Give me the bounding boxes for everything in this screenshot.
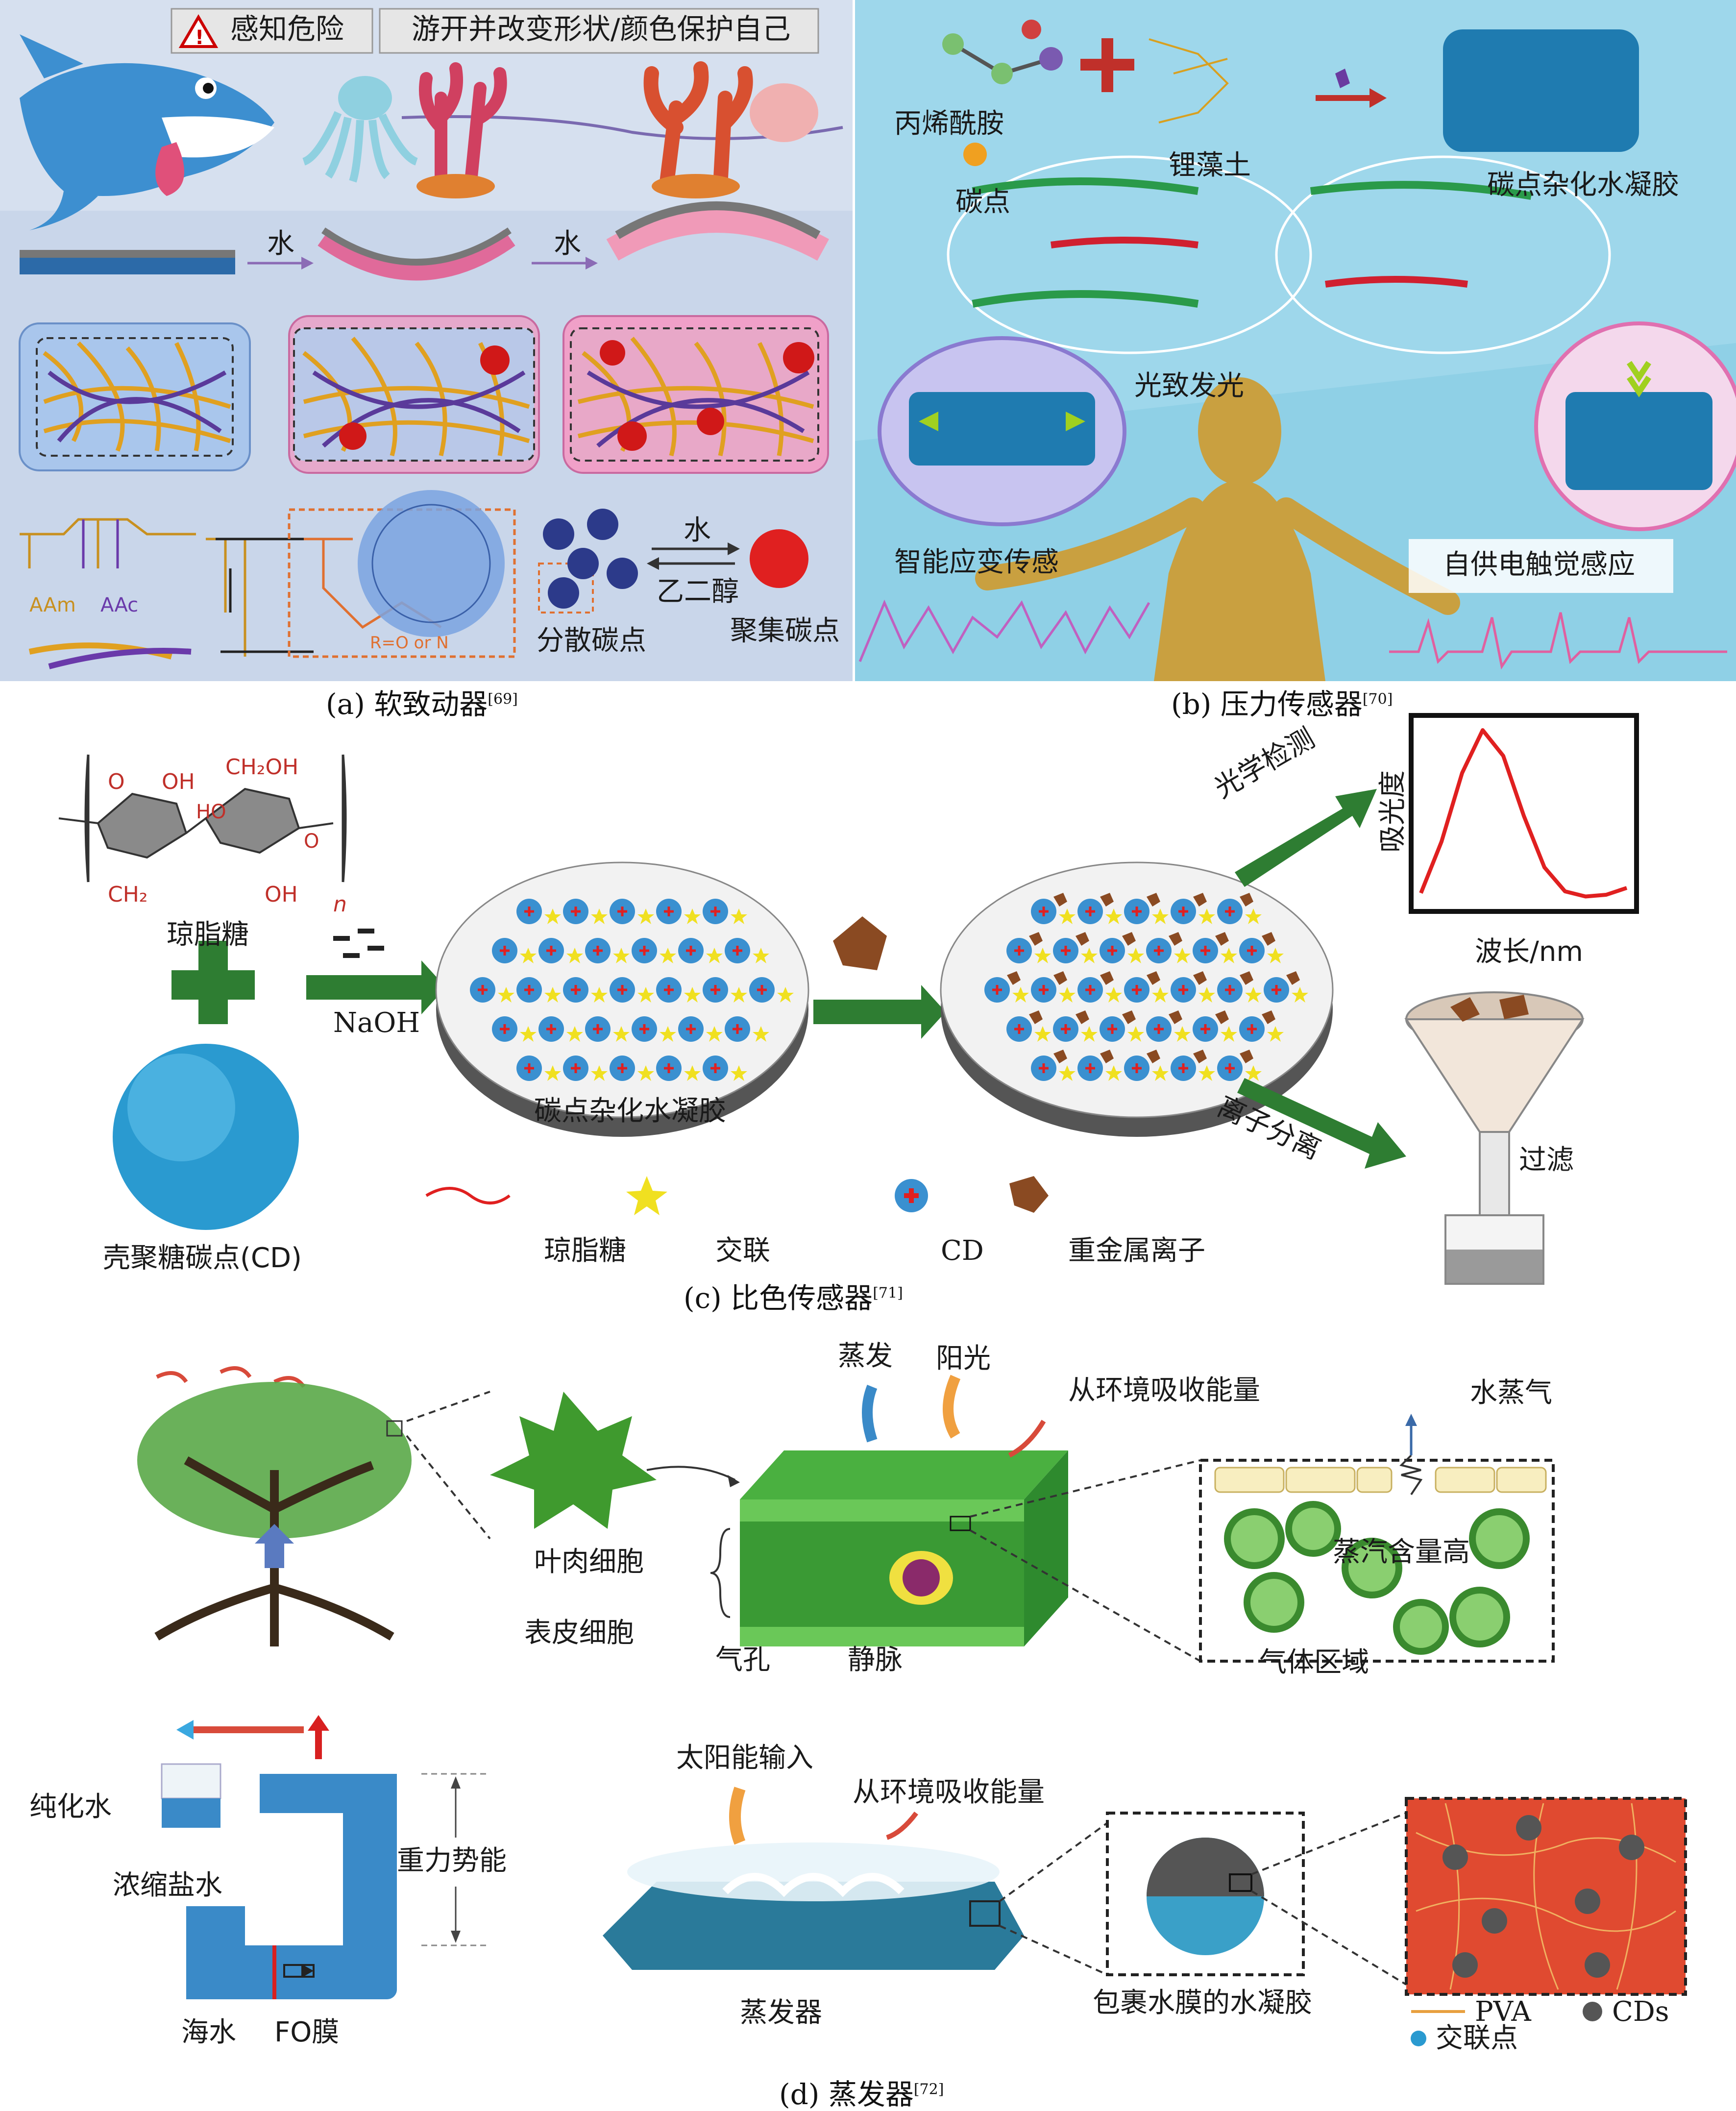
filter-funnel	[1406, 992, 1583, 1284]
dispersed-cd-label: 分散碳点	[537, 627, 646, 655]
solar-input-label: 太阳能输入	[676, 1744, 813, 1772]
svg-text:CH₂OH: CH₂OH	[225, 755, 298, 780]
water-label-3: 水	[684, 517, 711, 544]
crab-illustration	[750, 83, 818, 142]
legend-crosslink-label: 交联	[715, 1237, 770, 1265]
hydrogel-film-label: 包裹水膜的水凝胶	[1093, 1989, 1312, 2017]
legend-crosslink-dot	[1411, 2031, 1426, 2046]
smart-strain-label: 智能应变传感	[894, 549, 1059, 576]
r-note: R=O or N	[370, 635, 449, 651]
solar-input-arrow	[735, 1789, 740, 1842]
svg-text:OH: OH	[162, 769, 195, 794]
absorbance-label: 吸光度	[1379, 770, 1407, 853]
network-box-1	[20, 323, 250, 470]
tree-illustration	[137, 1368, 412, 1646]
svg-text:!: !	[195, 26, 204, 49]
stomata-label: 气孔	[715, 1646, 770, 1674]
photoluminescence-label: 光致发光	[1134, 372, 1244, 400]
svg-text:n: n	[333, 892, 347, 917]
evaporator-label: 蒸发器	[740, 1999, 822, 2027]
chitosan-cd-label: 壳聚糖碳点(CD)	[103, 1245, 302, 1272]
ethylene-glycol-label: 乙二醇	[657, 578, 739, 606]
naoh-arrow	[306, 960, 446, 1014]
leaf-icon	[490, 1392, 657, 1529]
reaction-arrow	[813, 985, 946, 1039]
water-vapor-label: 水蒸气	[1470, 1379, 1552, 1407]
aggregated-cd-label: 聚集碳点	[730, 617, 840, 645]
svg-text:O: O	[304, 830, 319, 853]
evaporation-label: 蒸发	[838, 1343, 893, 1370]
self-powered-label: 自供电触觉感应	[1443, 551, 1635, 579]
sunlight-label: 阳光	[936, 1345, 991, 1373]
seawater-label: 海水	[181, 2019, 236, 2046]
sunlight-arrow	[948, 1377, 955, 1436]
env-energy-arrow-2	[887, 1813, 916, 1838]
cds-label: CDs	[1612, 1998, 1669, 2026]
caption-d: (d) 蒸发器[72]	[779, 2080, 944, 2109]
panel-c: O OH CH₂OH HO O CH₂ OH n	[0, 706, 1736, 1323]
naoh-label: NaOH	[333, 1009, 420, 1037]
caption-c: (c) 比色传感器[71]	[684, 1284, 903, 1312]
network-box-3	[563, 316, 828, 473]
behavior-text: 游开并改变形状/颜色保护自己	[412, 15, 791, 43]
panel-a: !	[0, 0, 853, 681]
vein-label: 静脉	[848, 1646, 903, 1674]
filtration-label: 过滤	[1519, 1147, 1574, 1174]
aac-label: AAc	[100, 595, 138, 615]
evaporation-arrow	[867, 1387, 872, 1441]
fo-membrane-label: FO膜	[274, 2019, 339, 2046]
svg-text:OH: OH	[265, 882, 298, 907]
agarose-struct-label: 琼脂糖	[167, 921, 249, 949]
epidermis-label: 表皮细胞	[524, 1620, 634, 1647]
gas-region-label: 气体区域	[1259, 1649, 1369, 1676]
aam-label: AAm	[29, 595, 76, 615]
svg-text:HO: HO	[196, 801, 226, 823]
legend-heavy-metal-label: 重金属离子	[1068, 1237, 1205, 1265]
acrylamide-label: 丙烯酰胺	[894, 110, 1004, 138]
purified-water-label: 纯化水	[29, 1793, 112, 1821]
panel-c-graphics: O OH CH₂OH HO O CH₂ OH n	[0, 706, 1736, 1323]
legend-cd-label: CD	[941, 1237, 984, 1265]
env-energy-label-1: 从环境吸收能量	[1068, 1377, 1260, 1404]
wavelength-label: 波长/nm	[1475, 938, 1583, 966]
env-energy-arrow-1	[1009, 1421, 1044, 1455]
leaf-cross-section	[740, 1450, 1068, 1646]
legend-heavy-metal	[1009, 1176, 1049, 1213]
aggregated-carbon-dots	[750, 529, 808, 588]
high-vapor-label: 蒸汽含量高	[1333, 1539, 1470, 1566]
carbon-dot-label: 碳点	[955, 189, 1010, 216]
legend-crosslink-star	[626, 1176, 667, 1215]
warning-text: 感知危险	[230, 15, 344, 43]
bent-strip-1	[323, 238, 510, 271]
cd-hydrogel-label-c: 碳点杂化水凝胶	[534, 1098, 726, 1125]
legend-cds-dot	[1583, 2002, 1602, 2021]
svg-text:O: O	[108, 769, 125, 794]
carbon-dot-icon	[963, 143, 987, 166]
optical-detection-arrow	[1235, 789, 1377, 887]
crosslink-point-label: 交联点	[1436, 2025, 1518, 2052]
pva-network-box	[1406, 1798, 1686, 1994]
water-label-2: 水	[554, 230, 581, 258]
network-box-2	[289, 316, 539, 473]
svg-text:CH₂: CH₂	[108, 882, 147, 907]
pva-label: PVA	[1475, 1998, 1531, 2026]
env-energy-label-2: 从环境吸收能量	[853, 1779, 1045, 1806]
dispersed-carbon-dots	[543, 509, 638, 609]
lithium-clay-label: 锂藻土	[1169, 152, 1251, 179]
legend-agarose-line	[426, 1188, 510, 1203]
cd-hydrogel-label: 碳点杂化水凝胶	[1487, 172, 1679, 199]
forward-osmosis-tube	[162, 1715, 397, 1999]
panel-b: 丙烯酰胺 锂藻土 碳点 碳点杂化水凝胶 光致发光 智能应变传感 自供电触觉感应	[855, 0, 1736, 681]
green-plus-icon	[171, 941, 255, 1024]
heavy-metal-icon	[833, 916, 887, 970]
legend-agarose-label: 琼脂糖	[544, 1237, 626, 1265]
gravity-potential-label: 重力势能	[397, 1847, 507, 1875]
panel-d-graphics	[0, 1333, 1736, 2078]
mesophyll-label: 叶肉细胞	[534, 1548, 644, 1576]
hydrogel-block-top	[1443, 29, 1639, 152]
water-label-1: 水	[267, 230, 294, 258]
concentrated-brine-label: 浓缩盐水	[113, 1872, 222, 1899]
evaporator-illustration	[603, 1842, 1024, 1970]
panel-d: 叶肉细胞 表皮细胞 蒸发 阳光 从环境吸收能量 气孔 静脉 水蒸气 蒸汽含量高 …	[0, 1333, 1736, 2078]
